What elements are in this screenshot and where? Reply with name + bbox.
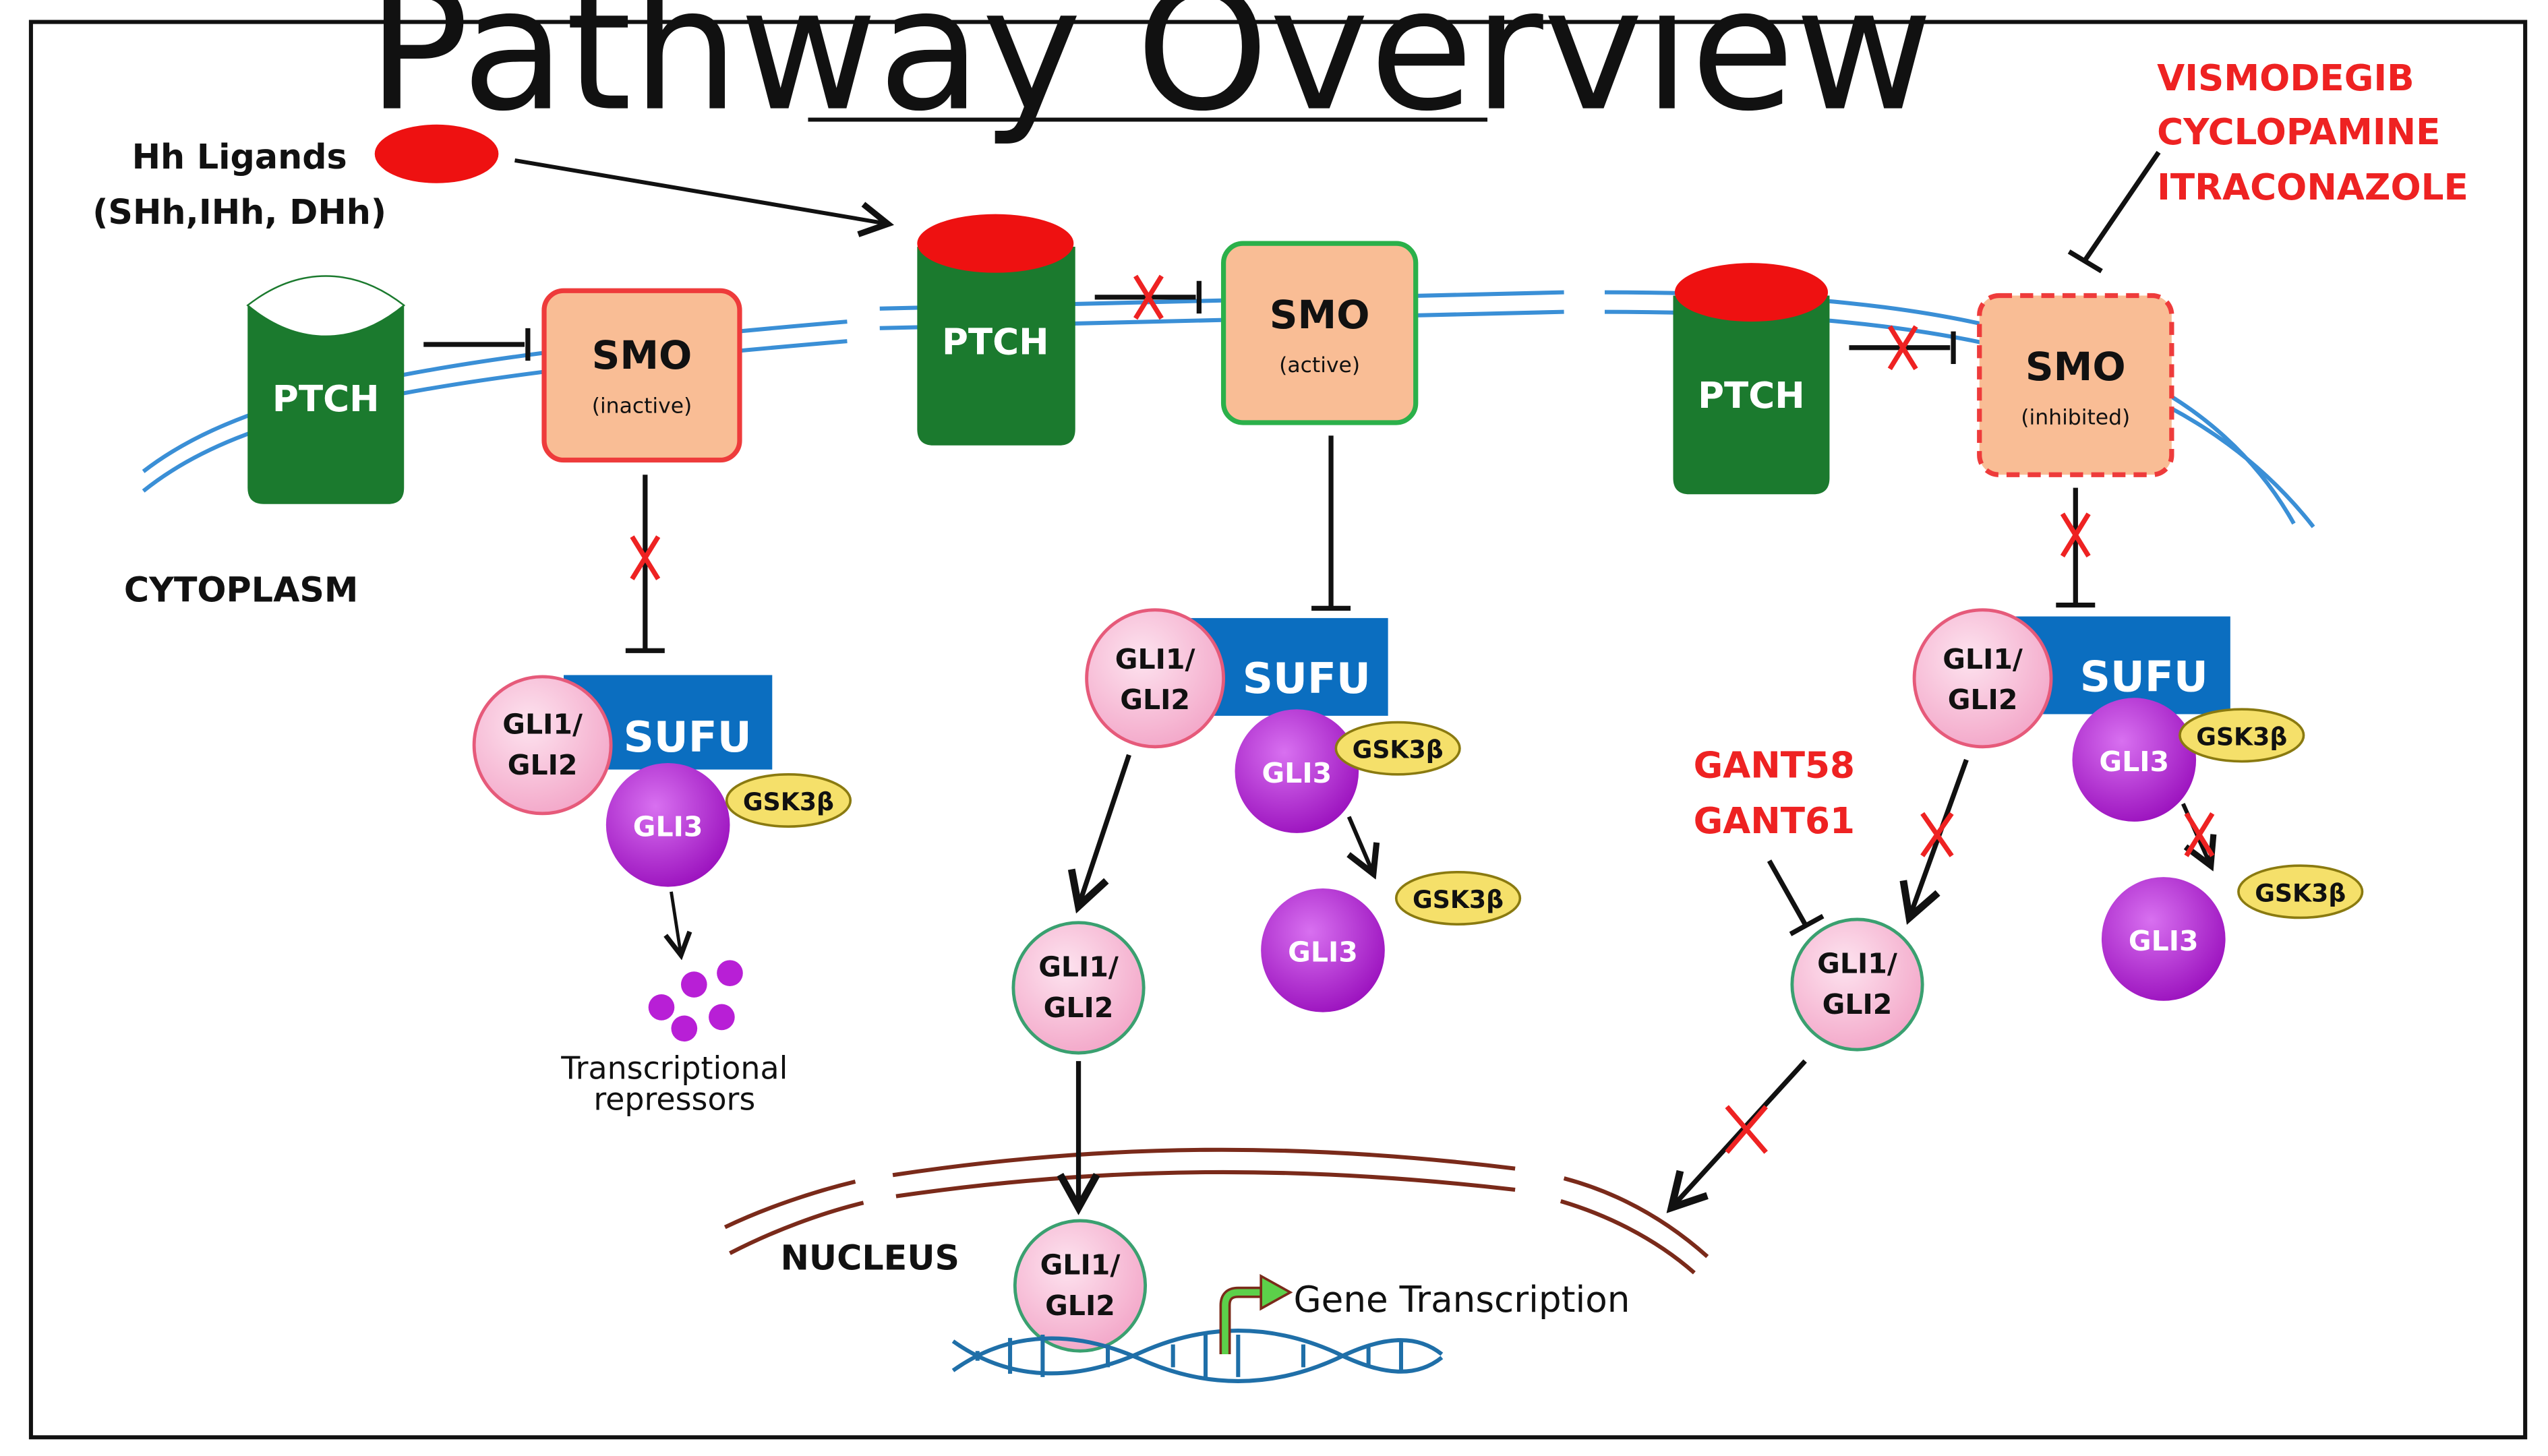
smo-receptor: [1977, 293, 2174, 477]
svg-text:GLI1/: GLI1/: [1115, 643, 1195, 675]
blocked-mark: [1920, 812, 1954, 857]
gene-transcription-label: Gene Transcription: [1293, 1279, 1630, 1321]
svg-text:GLI3: GLI3: [2129, 925, 2199, 957]
sufu-label: SUFU: [624, 712, 752, 762]
gli3-protein: [605, 762, 730, 887]
ligand-arrow: [514, 158, 888, 224]
page-title: Pathway Overview: [367, 0, 1933, 149]
nuclear-gli12: [1013, 1219, 1148, 1353]
ptch-receptor: [247, 305, 405, 504]
svg-text:GLI1/: GLI1/: [1040, 1249, 1121, 1281]
svg-text:GLI3: GLI3: [2099, 746, 2169, 778]
svg-text:GSK3β: GSK3β: [1353, 735, 1444, 764]
svg-text:GLI2: GLI2: [1948, 684, 2018, 716]
blocked-mark: [630, 535, 661, 580]
svg-text:(active): (active): [1279, 353, 1360, 377]
repressors-label-2: repressors: [593, 1081, 755, 1118]
svg-text:GSK3β: GSK3β: [743, 787, 834, 816]
blocked-mark: [2060, 512, 2091, 557]
gli12-protein: [1912, 608, 2053, 749]
svg-text:GLI2: GLI2: [508, 749, 578, 781]
bound-ligand: [1674, 263, 1829, 322]
blocked-mark: [2184, 812, 2215, 857]
bound-ligand: [917, 214, 1074, 273]
gsk3b-protein: [725, 773, 852, 828]
ligand-label-types: (SHh,IHh, DHh): [92, 192, 386, 232]
blocked-mark: [1725, 1105, 1768, 1154]
svg-text:GLI2: GLI2: [1120, 684, 1190, 716]
nucleus-label: NUCLEUS: [780, 1238, 959, 1277]
ptch-receptor: [917, 247, 1075, 446]
blocked-mark: [1887, 325, 1918, 371]
smo-inhibitor-2: CYCLOPAMINE: [2157, 111, 2440, 153]
gsk3b-protein: [2179, 708, 2305, 763]
svg-text:GLI2: GLI2: [1044, 992, 1114, 1024]
svg-text:(inhibited): (inhibited): [2021, 405, 2130, 429]
svg-text:GLI1/: GLI1/: [1817, 948, 1897, 980]
svg-text:PTCH: PTCH: [942, 321, 1049, 363]
smo-receptor: [1220, 241, 1419, 425]
svg-text:SMO: SMO: [1270, 292, 1370, 338]
gli3-protein: [2072, 698, 2197, 822]
svg-text:GLI3: GLI3: [633, 811, 703, 843]
svg-text:SMO: SMO: [2025, 344, 2126, 390]
dna-helix: [951, 1328, 1444, 1383]
cytoplasm-label: CYTOPLASM: [124, 570, 359, 610]
smo-state: (inactive): [592, 394, 692, 418]
smo-receptor: [541, 288, 742, 463]
gli-inhibitor-1: GANT58: [1694, 745, 1855, 787]
gli12-protein: [1085, 608, 1226, 749]
svg-text:GLI1/: GLI1/: [502, 708, 583, 740]
svg-text:GLI3: GLI3: [1262, 757, 1332, 789]
nuclear-membrane: [723, 1147, 1709, 1275]
smo-inhibitor-3: ITRACONAZOLE: [2157, 166, 2468, 208]
svg-text:GLI1/: GLI1/: [1038, 950, 1119, 983]
panel-inhibited: VISMODEGIB CYCLOPAMINE ITRACONAZOLE PTCH…: [1671, 57, 2468, 1208]
svg-text:GSK3β: GSK3β: [2196, 722, 2287, 751]
ptch-label: PTCH: [272, 378, 380, 420]
ptch-receptor: [1673, 295, 1830, 495]
svg-text:GLI1/: GLI1/: [1943, 643, 2023, 675]
svg-text:GLI2: GLI2: [1045, 1290, 1115, 1322]
svg-text:GLI3: GLI3: [1288, 936, 1358, 969]
free-gli12: [1011, 921, 1146, 1055]
repressors-label: Transcriptional: [560, 1050, 788, 1087]
gli-inhibitor-2: GANT61: [1694, 800, 1855, 842]
panel-active: PTCH SMO (active) SUFU GLI1/ GLI2 GLI3 G…: [917, 214, 1630, 1383]
svg-text:GLI2: GLI2: [1823, 988, 1893, 1021]
svg-text:GSK3β: GSK3β: [1413, 885, 1504, 914]
hh-ligand: [374, 124, 499, 183]
free-gli3: [2101, 877, 2226, 1001]
svg-text:PTCH: PTCH: [1698, 375, 1805, 417]
blocked-mark: [1133, 274, 1164, 320]
smo-inhibitor-1: VISMODEGIB: [2157, 57, 2414, 99]
svg-text:SUFU: SUFU: [1243, 654, 1371, 703]
gsk3b-protein: [1334, 721, 1461, 776]
gli3-protein: [1235, 709, 1359, 833]
smo-label: SMO: [592, 332, 692, 378]
svg-text:SUFU: SUFU: [2080, 653, 2208, 702]
svg-text:GSK3β: GSK3β: [2255, 878, 2346, 907]
panel-inactive: PTCH SMO (inactive) SUFU GLI1/ GLI2 GLI3…: [246, 275, 852, 1118]
free-gli3: [1261, 888, 1385, 1012]
ligand-label: Hh Ligands: [132, 137, 347, 177]
free-gli12: [1790, 917, 1924, 1052]
free-gsk3b: [2237, 864, 2364, 919]
free-gsk3b: [1394, 871, 1522, 926]
gli12-protein: [472, 675, 613, 816]
repressor-particles: [648, 960, 743, 1042]
